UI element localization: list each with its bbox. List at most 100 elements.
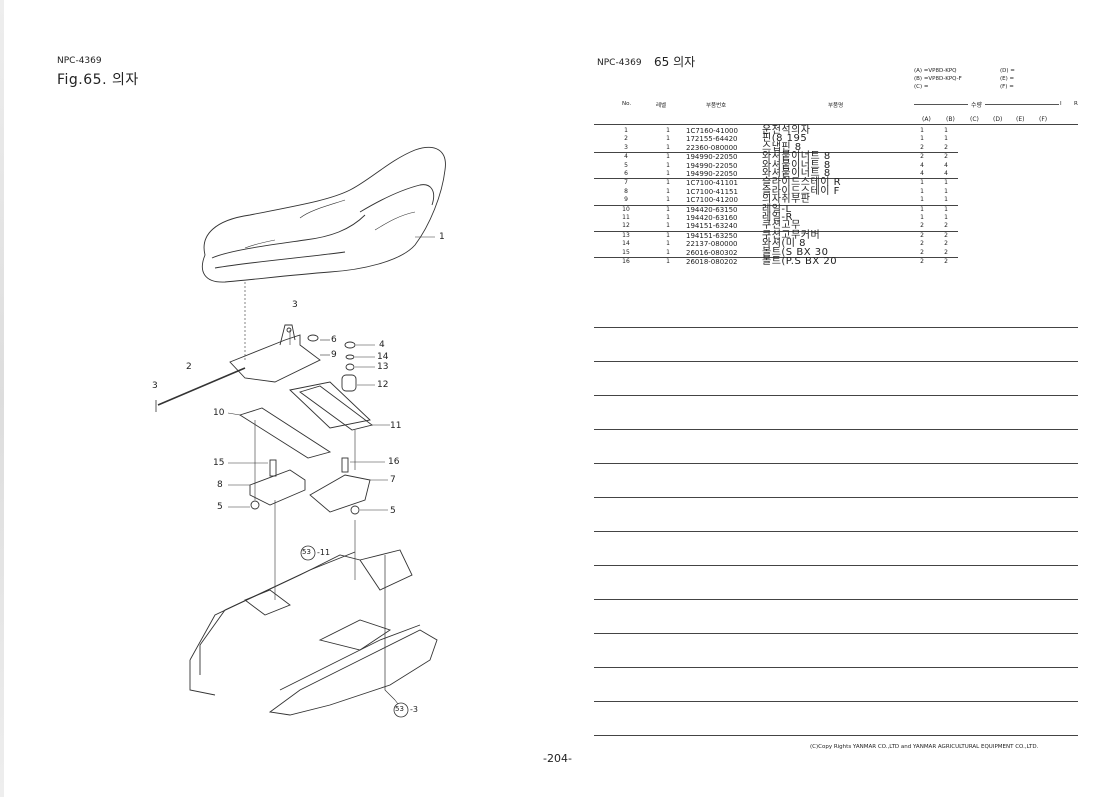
cell-name: 볼트(S BX 30	[762, 246, 829, 258]
callout-15: 15	[213, 458, 225, 468]
cell-pn: 26018-080202	[678, 257, 762, 267]
callout-53-bottom: 53	[395, 705, 404, 713]
model-legend: (A) =VP8D-KPQ(D) = (B) =VP8D-KPQ-F(E) = …	[914, 67, 1015, 91]
cell-b: 2	[944, 240, 948, 248]
cell-no: 15	[622, 248, 630, 256]
cell-a: 2	[920, 143, 924, 151]
cell-no: 14	[622, 240, 630, 248]
callout-7: 7	[390, 475, 396, 485]
figure-title: Fig.65. 의자	[57, 72, 139, 88]
cell-b: 2	[944, 248, 948, 256]
callout-16: 16	[388, 457, 400, 467]
cell-b: 1	[944, 187, 948, 195]
exploded-parts-diagram	[155, 146, 446, 718]
header-no: No.	[622, 101, 632, 107]
cell-no: 11	[622, 214, 630, 222]
cell-lv: 1	[658, 204, 678, 215]
cell-b: 1	[934, 204, 958, 215]
cell-name: 와셔붙이너트 8	[762, 168, 831, 180]
cell-lv: 1	[658, 178, 678, 188]
cell-name: 슬라이드스테이 R	[762, 178, 910, 188]
cell-lv: 1	[666, 196, 670, 204]
seat-drawing	[201, 146, 446, 283]
model-c: (C) =	[914, 84, 929, 90]
col-a: (A)	[922, 116, 931, 123]
cell-name: 슬라이드스테이 F	[762, 185, 840, 197]
header-level: 레벨	[656, 103, 667, 109]
left-page-code: NPC-4369	[57, 56, 102, 66]
cell-lv: 1	[666, 222, 670, 230]
cell-b: 1	[944, 214, 948, 222]
callout-5-right: 5	[390, 506, 396, 516]
cell-name: 쿠션고무커버	[762, 230, 910, 240]
cell-b: 1	[944, 196, 948, 204]
ruled-line	[594, 463, 1078, 464]
callout-4: 4	[379, 340, 385, 350]
cell-no: 9	[624, 196, 628, 204]
callout-10: 10	[213, 408, 225, 418]
callout-14: 14	[377, 352, 389, 362]
cell-b: 1	[944, 127, 948, 134]
cell-a: 1	[920, 135, 924, 143]
cell-pn: 194990-22050	[686, 170, 738, 179]
cell-a: 2	[910, 152, 934, 162]
cell-pn: 26016-080302	[686, 248, 738, 257]
cell-no: 1	[624, 127, 628, 134]
cell-a: 1	[910, 204, 934, 215]
ruled-line	[594, 565, 1078, 566]
cell-a: 2	[920, 222, 924, 230]
cell-b: 2	[944, 222, 948, 230]
cell-lv: 1	[666, 143, 670, 151]
cell-no: 3	[624, 143, 628, 151]
cell-pn: 22360-080000	[686, 143, 738, 152]
right-page-code: NPC-4369	[597, 58, 642, 68]
cell-no: 16	[594, 257, 658, 267]
callout-13: 13	[377, 362, 389, 372]
cell-b: 1	[934, 178, 958, 188]
ruled-line	[594, 633, 1078, 634]
ruled-line	[594, 599, 1078, 600]
cell-a: 4	[920, 170, 924, 178]
model-e: (E) =	[1000, 76, 1015, 82]
cell-lv: 1	[666, 187, 670, 195]
callout-9: 9	[331, 350, 337, 360]
cell-name: 레일-R	[762, 212, 793, 224]
cell-lv: 1	[666, 240, 670, 248]
cell-name: 운전석의자	[762, 125, 811, 136]
cell-no: 7	[594, 178, 658, 188]
ruled-line	[594, 735, 1078, 736]
cell-name: 와셔(미 8	[762, 238, 807, 250]
callout-3-top: 3	[292, 300, 298, 310]
cell-name: 핀(8 195	[762, 133, 808, 145]
cell-pn: 194420-63160	[686, 214, 738, 223]
cell-a: 1	[920, 187, 924, 195]
right-page-title: 65 의자	[654, 55, 696, 69]
header-qty: 수량	[968, 100, 986, 109]
model-d: (D) =	[1000, 68, 1015, 74]
callout-53-top: 53	[302, 548, 311, 556]
callout-5-left: 5	[217, 502, 223, 512]
cell-pn: 194151-63240	[686, 222, 738, 231]
col-c: (C)	[970, 116, 979, 123]
cell-pn: 172155-64420	[686, 135, 738, 144]
ruled-line	[594, 701, 1078, 702]
page-number: -204-	[543, 752, 572, 765]
cell-b: 4	[944, 161, 948, 169]
cell-lv: 1	[666, 170, 670, 178]
cell-a: 2	[920, 248, 924, 256]
col-f: (F)	[1039, 116, 1048, 123]
cell-b: 2	[934, 257, 958, 267]
cell-no: 6	[624, 170, 628, 178]
cell-a: 1	[920, 214, 924, 222]
